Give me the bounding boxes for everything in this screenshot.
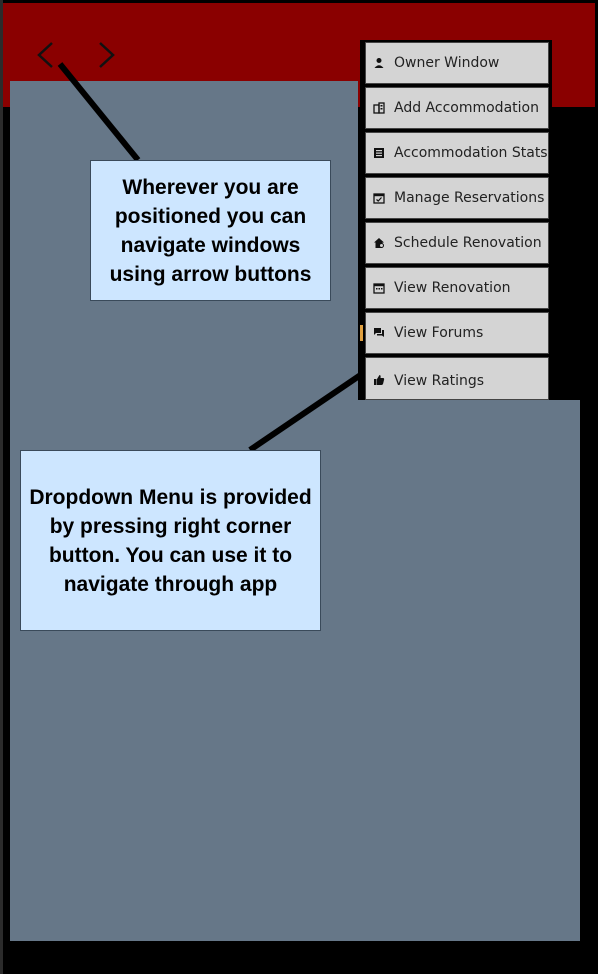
chevron-right-icon[interactable] [94,40,118,70]
building-icon [372,101,386,115]
forum-icon [372,326,386,340]
menu-item-view-ratings[interactable]: View Ratings [365,357,549,400]
calendar-check-icon [372,191,386,205]
menu-item-label: Owner Window [394,55,500,71]
menu-help-callout: Dropdown Menu is provided by pressing ri… [20,450,321,631]
menu-item-view-forums[interactable]: View Forums [365,312,549,354]
home-gear-icon [372,236,386,250]
menu-item-label: Manage Reservations [394,190,545,206]
menu-item-schedule-renovation[interactable]: Schedule Renovation [365,222,549,264]
person-icon [372,56,386,70]
menu-help-text: Dropdown Menu is provided by pressing ri… [29,485,312,596]
arrows-help-callout: Wherever you are positioned you can navi… [90,160,331,301]
chevron-left-icon[interactable] [34,40,58,70]
menu-item-manage-reservations[interactable]: Manage Reservations [365,177,549,219]
calendar-icon [372,281,386,295]
menu-item-label: View Ratings [394,373,485,389]
menu-item-label: Schedule Renovation [394,235,542,251]
menu-item-label: Add Accommodation [394,100,539,116]
arrows-help-text: Wherever you are positioned you can navi… [109,175,312,286]
bottom-strip [3,941,595,974]
menu-item-view-renovation[interactable]: View Renovation [365,267,549,309]
window-frame-edge [0,0,3,974]
active-item-marker [360,325,363,341]
list-icon [372,146,386,160]
menu-item-owner-window[interactable]: Owner Window [365,42,549,84]
menu-item-add-accommodation[interactable]: Add Accommodation [365,87,549,129]
menu-item-label: View Forums [394,325,484,341]
menu-item-label: View Renovation [394,280,511,296]
menu-item-label: Accommodation Stats [394,145,548,161]
menu-item-accommodation-stats[interactable]: Accommodation Stats [365,132,549,174]
content-pane-extension [358,400,580,941]
dropdown-menu: Owner Window Add Accommodation Accommoda… [360,40,552,400]
thumbs-up-icon [372,373,386,387]
